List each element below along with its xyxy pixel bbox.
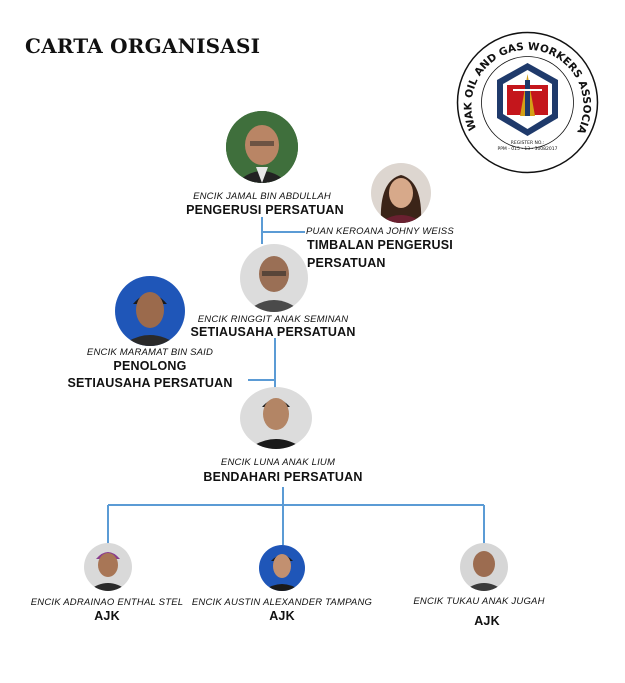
pengerusi-role: PENGERUSI PERSATUAN	[186, 203, 344, 217]
logo-register-label: REGISTER NO.:	[511, 140, 544, 146]
bendahari-role: BENDAHARI PERSATUAN	[203, 470, 363, 484]
timbalan-role-line1: TIMBALAN PENGERUSI	[307, 238, 453, 252]
page-title: CARTA ORGANISASI	[25, 34, 261, 58]
ajk-2-name: ENCIK AUSTIN ALEXANDER TAMPANG	[191, 597, 373, 608]
penolong-photo	[115, 276, 185, 346]
ajk-2-role: AJK	[269, 609, 295, 623]
association-logo: SARAWAK OIL AND GAS WORKERS ASSOCIATION …	[451, 21, 600, 175]
ajk-1-photo	[84, 543, 132, 591]
timbalan-name: PUAN KEROANA JOHNY WEISS	[306, 226, 454, 237]
bendahari-photo	[240, 387, 312, 449]
bendahari-name: ENCIK LUNA ANAK LIUM	[220, 457, 336, 468]
logo-register-no: PPM - 015 - 13 - 30082017	[498, 146, 558, 152]
ajk-1-name: ENCIK ADRAINAO ENTHAL STEL	[30, 597, 184, 608]
ajk-2-photo	[259, 545, 305, 591]
timbalan-role-line2: PERSATUAN	[307, 256, 386, 270]
ajk-3-photo	[460, 543, 508, 591]
setiausaha-photo	[240, 244, 308, 312]
ajk-3-role: AJK	[474, 614, 500, 628]
setiausaha-role: SETIAUSAHA PERSATUAN	[190, 325, 356, 339]
pengerusi-photo	[226, 111, 298, 183]
ajk-3-name: ENCIK TUKAU ANAK JUGAH	[413, 596, 545, 607]
penolong-name: ENCIK MARAMAT BIN SAID	[86, 347, 214, 358]
setiausaha-name: ENCIK RINGGIT ANAK SEMINAN	[197, 314, 349, 325]
penolong-role-line2: SETIAUSAHA PERSATUAN	[67, 376, 233, 390]
timbalan-photo	[371, 163, 431, 223]
penolong-role-line1: PENOLONG	[113, 359, 187, 373]
ajk-1-role: AJK	[94, 609, 120, 623]
pengerusi-name: ENCIK JAMAL BIN ABDULLAH	[193, 191, 331, 202]
